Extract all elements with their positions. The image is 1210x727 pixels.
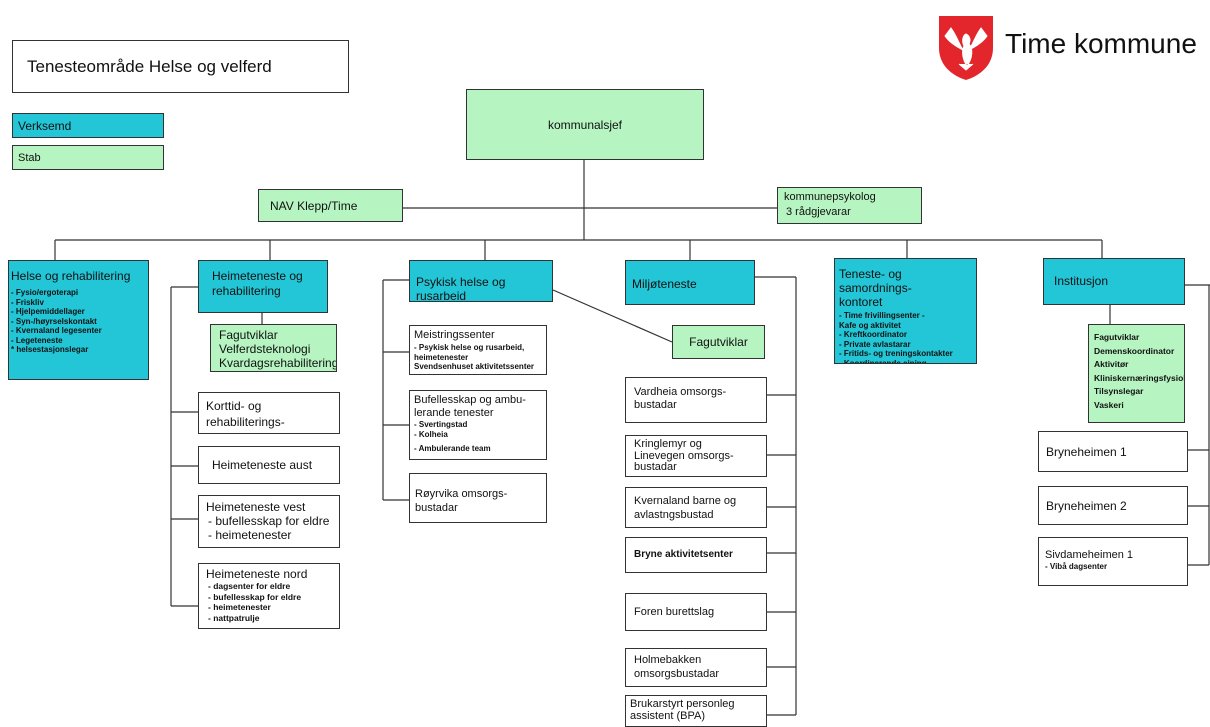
sivd-box: Sivdameheimen 1 - Vibå dagsenter bbox=[1038, 537, 1188, 586]
korttid-label: Korttid- og rehabiliterings- avdeling bbox=[206, 399, 285, 433]
heime-box: Heimeteneste og rehabilitering bbox=[198, 260, 328, 313]
legend-verksemd: Verksemd bbox=[12, 113, 164, 138]
sivd-sub: - Vibå dagsenter bbox=[1045, 562, 1108, 571]
logo-text: Time kommune bbox=[1005, 28, 1197, 59]
miljo-item-3: Kvernaland barne og avlastngsbustad bbox=[625, 487, 767, 528]
miljo-item-6: Holmebakken omsorgsbustadar bbox=[625, 648, 767, 687]
bufelles-items: - Svertingstad - Kolheia bbox=[414, 420, 468, 439]
bufelles-box: Bufellesskap og ambu- lerande tenester -… bbox=[409, 390, 547, 460]
miljo-item-label: Holmebakken omsorgsbustadar bbox=[634, 654, 719, 680]
nav-label: NAV Klepp/Time bbox=[270, 198, 358, 213]
miljo-item-1: Vardheia omsorgs- bustadar bbox=[625, 377, 767, 423]
miljo-fagutviklar-box: Fagutviklar bbox=[672, 325, 765, 359]
inst-stab: Fagutviklar Demenskoordinator Aktivitør … bbox=[1094, 332, 1184, 410]
royrvika-label: Røyrvika omsorgs- bustadar bbox=[415, 488, 508, 514]
helse-box: Helse og rehabilitering - Fysio/ergotera… bbox=[8, 260, 149, 380]
nord-box: Heimeteneste nord - dagsenter for eldre … bbox=[198, 563, 340, 629]
kommunalsjef-box: kommunalsjef bbox=[466, 89, 704, 160]
meistring-items: - Psykisk helse og rusarbeid, heimetenes… bbox=[414, 343, 535, 371]
legend-stab-label: Stab bbox=[18, 151, 41, 164]
inst-title: Institusjon bbox=[1054, 274, 1109, 288]
nord-items: - dagsenter for eldre - bufellesskap for… bbox=[208, 581, 302, 623]
miljo-item-7: Brukarstyrt personleg assistent (BPA) bbox=[625, 695, 767, 727]
korttid-box: Korttid- og rehabiliterings- avdeling bbox=[198, 392, 340, 434]
vest-items: - bufellesskap for eldre - heimetenester bbox=[208, 514, 330, 542]
nav-box: NAV Klepp/Time bbox=[258, 189, 403, 222]
teneste-items: - Time frivillingsenter - Kafe og aktivi… bbox=[839, 311, 953, 364]
helse-title: Helse og rehabilitering bbox=[11, 269, 131, 283]
bryne2-box: Bryneheimen 2 bbox=[1038, 486, 1188, 525]
bryne2-label: Bryneheimen 2 bbox=[1046, 498, 1127, 513]
coat-of-arms-logo bbox=[939, 16, 993, 80]
bryne1-box: Bryneheimen 1 bbox=[1038, 431, 1188, 472]
psykolog-sub: 3 rådgjevarar bbox=[786, 206, 851, 218]
psyk-title: Psykisk helse og rusarbeid bbox=[416, 275, 506, 302]
page-title: Tenesteområde Helse og velferd bbox=[27, 56, 272, 76]
teneste-title: Teneste- og samordnings- kontoret bbox=[839, 267, 912, 309]
psyk-box: Psykisk helse og rusarbeid bbox=[409, 260, 553, 302]
page-title-box: Tenesteområde Helse og velferd bbox=[12, 40, 349, 93]
miljo-item-label: Vardheia omsorgs- bustadar bbox=[634, 386, 727, 411]
miljo-box: Miljøteneste bbox=[625, 260, 755, 305]
miljo-item-label: Brukarstyrt personleg assistent (BPA) bbox=[630, 698, 735, 722]
miljo-fagutviklar: Fagutviklar bbox=[689, 335, 748, 349]
vest-box: Heimeteneste vest - bufellesskap for eld… bbox=[198, 495, 340, 548]
bufelles-title: Bufellesskap og ambu- lerande tenester bbox=[414, 394, 526, 419]
vest-title: Heimeteneste vest bbox=[206, 500, 306, 514]
legend-verksemd-label: Verksemd bbox=[18, 118, 72, 133]
inst-stab-box: Fagutviklar Demenskoordinator Aktivitør … bbox=[1088, 324, 1185, 423]
miljo-item-label: Bryne aktivitetsenter bbox=[634, 549, 733, 560]
heime-stab-box: Fagutviklar Velferdsteknologi Kvardagsre… bbox=[210, 324, 337, 372]
bufelles-extra: - Ambulerande team bbox=[414, 444, 491, 453]
miljo-item-label: Foren burettslag bbox=[634, 605, 715, 618]
miljo-title: Miljøteneste bbox=[632, 277, 697, 291]
heime-stab: Fagutviklar Velferdsteknologi Kvardagsre… bbox=[219, 328, 337, 370]
heime-title: Heimeteneste og rehabilitering bbox=[212, 269, 303, 298]
miljo-item-5: Foren burettslag bbox=[625, 593, 767, 631]
aust-box: Heimeteneste aust bbox=[198, 446, 340, 484]
psykolog-box: kommunepsykolog 3 rådgjevarar bbox=[777, 187, 922, 224]
miljo-item-label: Kvernaland barne og avlastngsbustad bbox=[634, 495, 737, 521]
inst-box: Institusjon bbox=[1043, 258, 1185, 305]
sivd-title: Sivdameheimen 1 bbox=[1045, 549, 1134, 561]
miljo-item-label: Kringlemyr og Linevegen omsorgs- bustada… bbox=[634, 438, 734, 473]
helse-items: - Fysio/ergoterapi - Friskliv - Hjelpemi… bbox=[11, 288, 102, 354]
legend-stab: Stab bbox=[12, 145, 164, 170]
meistring-title: Meistringssenter bbox=[414, 329, 495, 341]
aust-label: Heimeteneste aust bbox=[212, 458, 313, 472]
nord-title: Heimeteneste nord bbox=[206, 567, 308, 581]
royrvika-box: Røyrvika omsorgs- bustadar bbox=[409, 473, 547, 523]
miljo-item-4: Bryne aktivitetsenter bbox=[625, 537, 767, 573]
meistring-box: Meistringssenter - Psykisk helse og rusa… bbox=[409, 325, 547, 375]
miljo-item-2: Kringlemyr og Linevegen omsorgs- bustada… bbox=[625, 435, 767, 477]
teneste-box: Teneste- og samordnings- kontoret - Time… bbox=[834, 258, 977, 364]
psykolog-title: kommunepsykolog bbox=[784, 191, 876, 203]
kommunalsjef-label: kommunalsjef bbox=[547, 117, 623, 132]
bryne1-label: Bryneheimen 1 bbox=[1046, 444, 1127, 459]
